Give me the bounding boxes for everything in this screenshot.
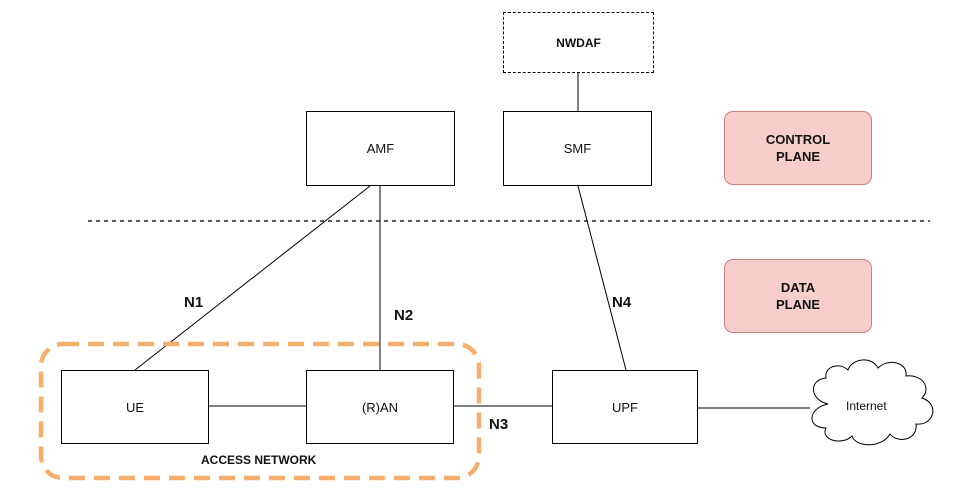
interface-n2-label: N2 xyxy=(394,307,414,324)
edge-n1-ue-amf xyxy=(134,185,371,371)
ran-node: (R)AN xyxy=(306,370,454,444)
control-plane-badge: CONTROL PLANE xyxy=(724,111,872,185)
ue-node: UE xyxy=(61,370,209,444)
interface-n1-label: N1 xyxy=(184,294,204,311)
amf-node: AMF xyxy=(306,111,455,186)
smf-node: SMF xyxy=(503,111,652,186)
internet-cloud-icon xyxy=(811,359,934,446)
access-network-label: ACCESS NETWORK xyxy=(201,453,317,467)
data-plane-badge: DATA PLANE xyxy=(724,259,872,333)
edge-n4-smf-upf xyxy=(577,185,627,371)
interface-n4-label: N4 xyxy=(612,294,632,311)
access-network-region xyxy=(38,341,482,481)
internet-label: Internet xyxy=(846,399,887,413)
nwdaf-node: NWDAF xyxy=(503,12,654,73)
interface-n3-label: N3 xyxy=(489,416,509,433)
upf-node: UPF xyxy=(552,370,698,444)
